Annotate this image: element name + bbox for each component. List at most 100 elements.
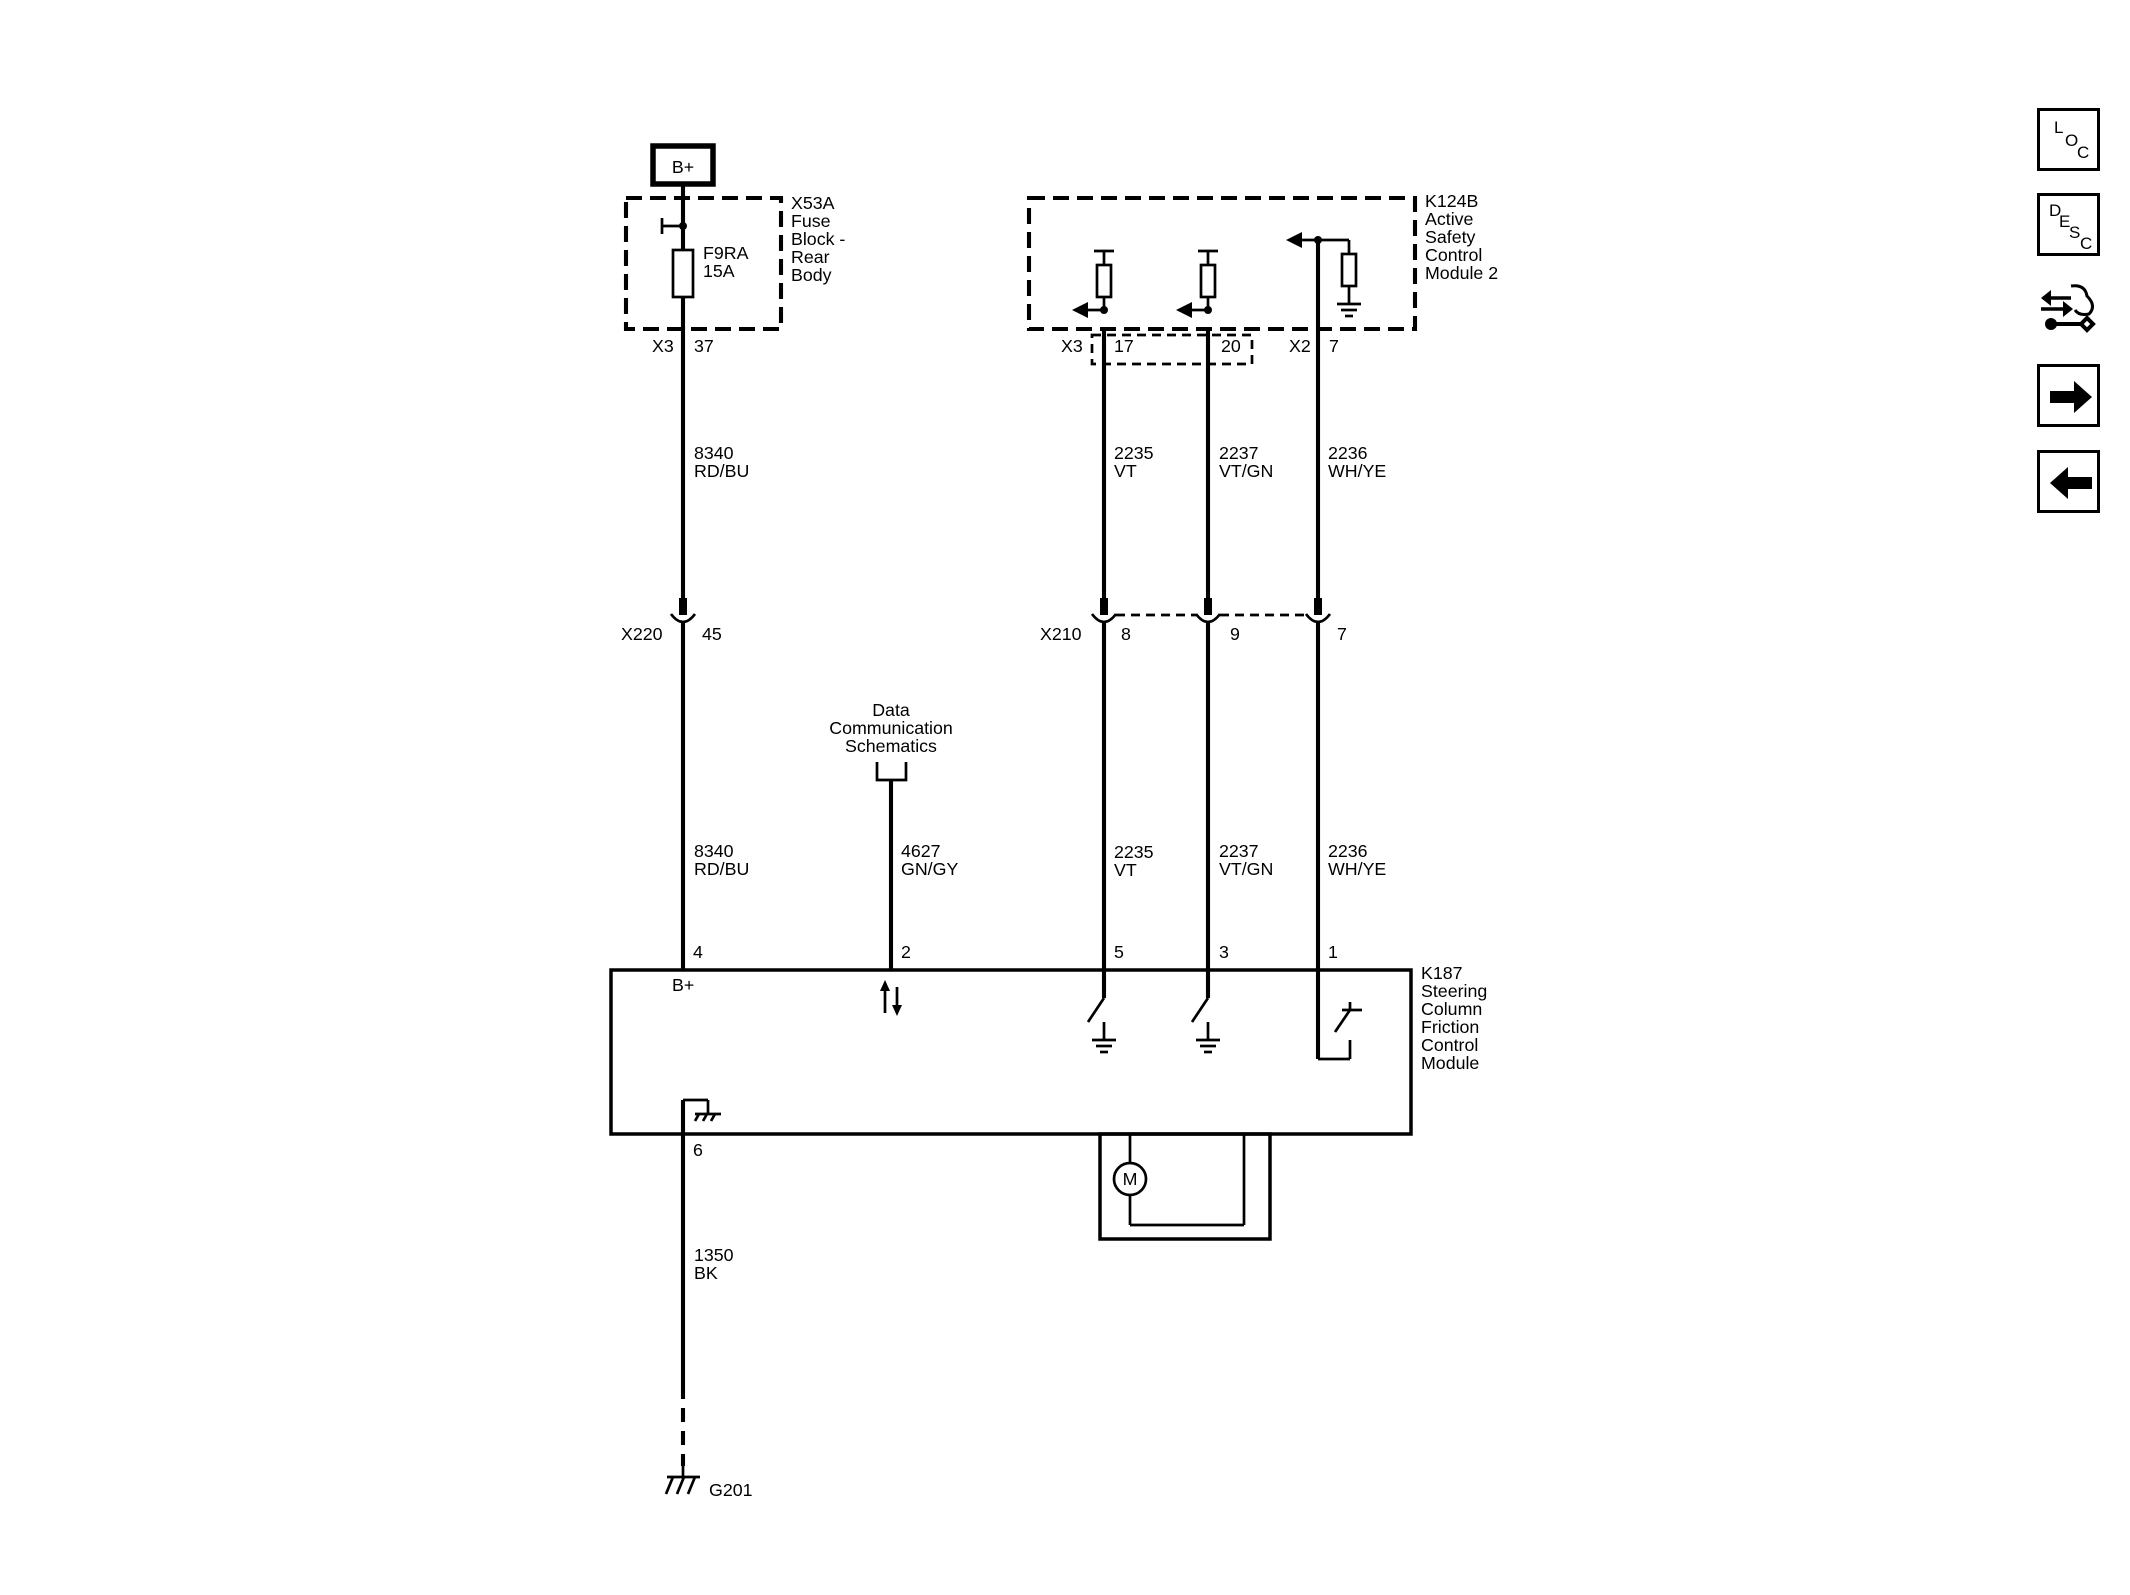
- k187-name-line: Module: [1421, 1053, 1479, 1073]
- k187-pin-ground: 6: [693, 1140, 703, 1160]
- x210-pin: 9: [1230, 624, 1240, 644]
- fuse-block-id: X53A: [791, 193, 835, 213]
- k124b-name-line: Module 2: [1425, 263, 1498, 283]
- fuse-block-x53a: F9RA 15A X53A Fuse Block - Rear Body X3 …: [623, 184, 845, 356]
- desc-letter: D: [2049, 201, 2061, 220]
- connector-repair-icon: [2041, 284, 2096, 333]
- wire-color-label: VT/GN: [1219, 859, 1273, 879]
- desc-letter: E: [2059, 212, 2070, 231]
- location-icon: L O C: [2054, 118, 2089, 162]
- wire-color-label: WH/YE: [1328, 461, 1386, 481]
- k124b-module: K124B Active Safety Control Module 2 X3 …: [1026, 191, 1498, 366]
- k124b-name-line: Active: [1425, 209, 1474, 229]
- k187-pin-switch-c: 1: [1328, 942, 1338, 962]
- ground-switch-a-icon: [1086, 985, 1116, 1054]
- wire-circuit-label: 2237: [1219, 841, 1259, 861]
- k187-name-line: Friction: [1421, 1017, 1479, 1037]
- data-comm-line: Data: [872, 700, 910, 720]
- k187-name-line: Column: [1421, 999, 1482, 1019]
- fuse-f9ra: [671, 248, 695, 299]
- fuse-block-name-line: Rear: [791, 247, 830, 267]
- data-communication-reference: Data Communication Schematics 4627 GN/GY: [829, 700, 958, 970]
- wire-circuit-label: 8340: [694, 841, 734, 861]
- description-icon: D E S C: [2049, 201, 2092, 253]
- connector-repair-button[interactable]: [2037, 276, 2100, 339]
- battery-label: B+: [672, 157, 694, 177]
- k187-pin-b-plus: 4: [693, 942, 703, 962]
- ground-switch-b-icon: [1190, 985, 1220, 1054]
- k187-pin-switch-b: 3: [1219, 942, 1229, 962]
- next-arrow-icon: [2050, 381, 2092, 413]
- k124b-name-line: Safety: [1425, 227, 1476, 247]
- wire-circuit-label: 2236: [1328, 841, 1368, 861]
- k187-pin-data: 2: [901, 942, 911, 962]
- description-button[interactable]: D E S C: [2037, 193, 2100, 256]
- k124b-pin: 20: [1221, 336, 1241, 356]
- previous-page-button[interactable]: [2037, 450, 2100, 513]
- wire-circuit-label: 1350: [694, 1245, 734, 1265]
- previous-arrow-icon: [2050, 467, 2092, 499]
- ground-id: G201: [709, 1480, 753, 1500]
- ground-g201-icon: [664, 1466, 700, 1495]
- wire-circuit-label: 2235: [1114, 842, 1154, 862]
- fuse-block-pin: 37: [694, 336, 714, 356]
- inline-connector-x220: X220 45: [621, 598, 722, 644]
- k124b-id: K124B: [1425, 191, 1478, 211]
- fuse-id: F9RA: [703, 243, 749, 263]
- motor-icon: M: [1098, 1132, 1272, 1241]
- k124b-name-line: Control: [1425, 245, 1482, 265]
- desc-letter: S: [2069, 223, 2080, 242]
- motor-label: M: [1123, 1169, 1138, 1189]
- k187-b-plus-label: B+: [672, 975, 694, 995]
- shared-connector-bracket: [1090, 333, 1254, 366]
- x220-pin: 45: [702, 624, 722, 644]
- k124b-outline: [1026, 195, 1418, 332]
- wire-circuit-label: 2235: [1114, 443, 1154, 463]
- wire-circuit-label: 2236: [1328, 443, 1368, 463]
- k187-outline: [609, 968, 1413, 1136]
- loc-letter: O: [2065, 131, 2078, 150]
- location-button[interactable]: L O C: [2037, 108, 2100, 171]
- serial-data-arrows-icon: [880, 980, 902, 1016]
- sensing-switch-icon: [1318, 1002, 1362, 1061]
- k187-name-line: Steering: [1421, 981, 1487, 1001]
- wire-color-label: VT/GN: [1219, 461, 1273, 481]
- k124b-pin: 17: [1114, 336, 1134, 356]
- k124b-connector-x3: X3: [1061, 336, 1083, 356]
- battery-power-source: B+: [650, 143, 716, 187]
- fuse-block-name-line: Fuse: [791, 211, 831, 231]
- loc-letter: L: [2054, 118, 2063, 137]
- data-comm-line: Communication: [829, 718, 953, 738]
- k187-name-line: Control: [1421, 1035, 1478, 1055]
- loc-letter: C: [2077, 143, 2089, 162]
- chassis-ground-icon: [680, 1098, 721, 1134]
- fuse-block-outline: [623, 195, 784, 332]
- k187-module: 4 2 5 3 1 B+: [609, 942, 1487, 1241]
- k124b-connector-x2: X2: [1289, 336, 1311, 356]
- wire-color-label: RD/BU: [694, 461, 749, 481]
- wire-circuit-label: 2237: [1219, 443, 1259, 463]
- x220-id: X220: [621, 624, 663, 644]
- wire-color-label: GN/GY: [901, 859, 958, 879]
- wire-color-label: WH/YE: [1328, 859, 1386, 879]
- k187-id: K187: [1421, 963, 1463, 983]
- wire-color-label: RD/BU: [694, 859, 749, 879]
- k187-pin-switch-a: 5: [1114, 942, 1124, 962]
- fuse-block-connector: X3: [652, 336, 674, 356]
- wire-color-label: VT: [1114, 860, 1137, 880]
- wire-circuit-label: 8340: [694, 443, 734, 463]
- x210-pin: 7: [1337, 624, 1347, 644]
- data-comm-bracket-icon: [875, 762, 908, 782]
- fuse-rating: 15A: [703, 261, 735, 281]
- fuse-block-name-line: Block -: [791, 229, 845, 249]
- inline-connector-x210: X210 8 9 7: [1040, 598, 1347, 644]
- x210-pin: 8: [1121, 624, 1131, 644]
- wire-color-label: VT: [1114, 461, 1137, 481]
- desc-letter: C: [2080, 234, 2092, 253]
- wire-color-label: BK: [694, 1263, 718, 1283]
- fuse-block-name-line: Body: [791, 265, 832, 285]
- wire-circuit-label: 4627: [901, 841, 941, 861]
- next-page-button[interactable]: [2037, 364, 2100, 427]
- x210-id: X210: [1040, 624, 1082, 644]
